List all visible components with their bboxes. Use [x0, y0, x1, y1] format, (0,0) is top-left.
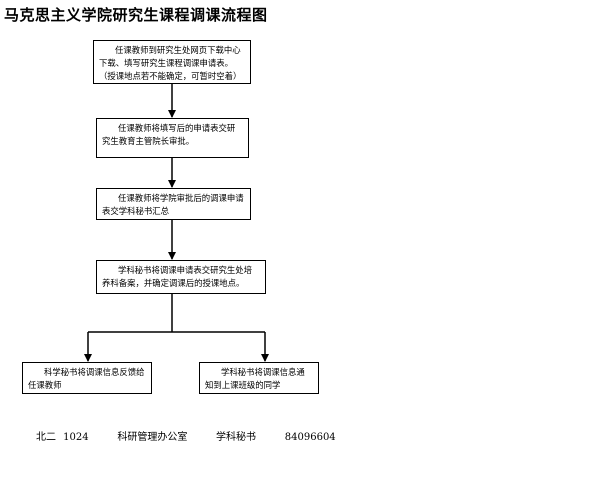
contact-footer: 北二 1024 科研管理办公室 学科秘书 84096604 [36, 432, 336, 443]
page-title: 马克思主义学院研究生课程调课流程图 [4, 6, 268, 24]
branch-left-box: 科学秘书将调课信息反馈给任课教师 [22, 362, 152, 394]
step-4-box: 学科秘书将调课申请表交研究生处培养科备案，并确定调课后的授课地点。 [96, 260, 266, 294]
branch-right-box: 学科秘书将调课信息通知到上课班级的同学 [199, 362, 319, 394]
step-2-box: 任课教师将填写后的申请表交研究生教育主管院长审批。 [96, 118, 249, 158]
step-3-box: 任课教师将学院审批后的调课申请表交学科秘书汇总 [96, 188, 251, 220]
step-1-box: 任课教师到研究生处网页下载中心下载、填写研究生课程调课申请表。（授课地点若不能确… [93, 40, 251, 84]
